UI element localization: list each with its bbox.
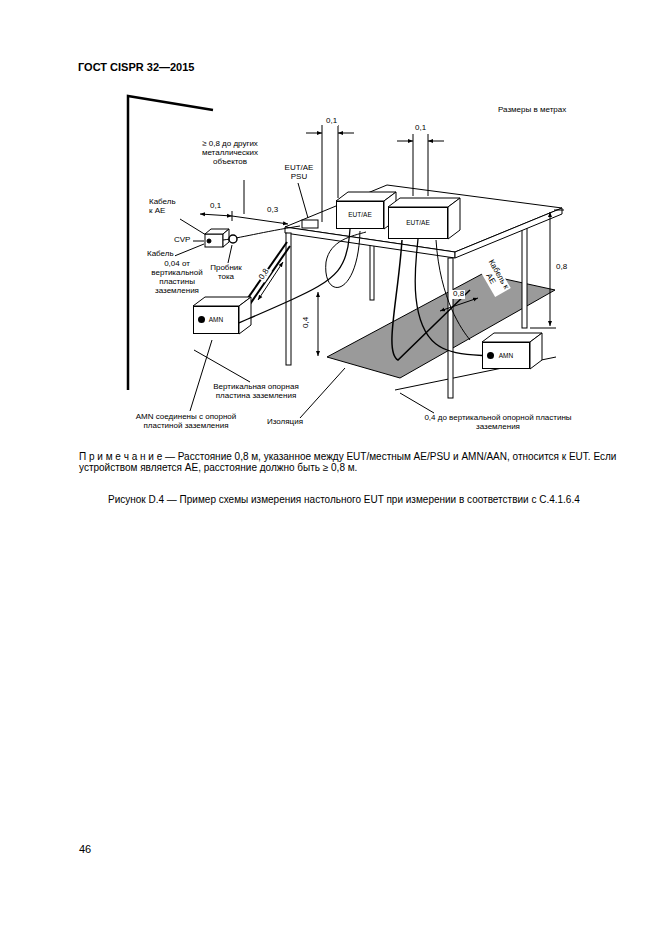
table-top bbox=[285, 185, 562, 252]
extension-line bbox=[322, 125, 323, 222]
table-edge bbox=[455, 208, 562, 258]
cvp-socket bbox=[207, 239, 211, 243]
dimension-value: 0,3 bbox=[266, 206, 279, 215]
part-label: CVP bbox=[173, 236, 191, 245]
dimension-value: 0,4 bbox=[302, 316, 311, 329]
equipment-box: AMN bbox=[193, 306, 239, 334]
box-label: AMN bbox=[209, 316, 223, 323]
leader-line bbox=[400, 393, 434, 413]
part-label: Изоляция bbox=[266, 418, 304, 427]
cable-label: Кабель bbox=[146, 250, 175, 259]
part-label: EUT/AE PSU bbox=[282, 164, 316, 182]
ae-cable bbox=[392, 240, 470, 360]
cable bbox=[415, 239, 482, 356]
dimension-value: 0,8 bbox=[555, 263, 568, 272]
table-leg bbox=[448, 258, 453, 398]
dimension-value: 0,1 bbox=[209, 202, 222, 211]
current-probe bbox=[229, 235, 237, 243]
extension-line bbox=[428, 134, 429, 196]
leader-line bbox=[193, 241, 204, 242]
extension-line bbox=[554, 210, 564, 211]
units-note: Размеры в метрах bbox=[497, 106, 567, 115]
page-header: ГОСТ CISPR 32—2015 bbox=[78, 61, 194, 73]
insulation-mat bbox=[327, 274, 555, 378]
dimension-value: 0,8 bbox=[452, 290, 465, 299]
box-side-face bbox=[239, 297, 251, 334]
dimension-line bbox=[232, 216, 288, 224]
note-label: AMN соединены с опорной пластиной заземл… bbox=[126, 413, 246, 431]
part-label: Пробник тока bbox=[208, 264, 244, 282]
equipment-box: EUT/AE bbox=[336, 201, 384, 229]
leader-line bbox=[172, 244, 204, 257]
distance-note: 0,04 от вертикальной пластины заземления bbox=[146, 260, 208, 296]
dimension-line bbox=[397, 141, 413, 142]
dimension-line bbox=[338, 133, 354, 134]
distance-note: 0,4 до вертикальной опорной пластины заз… bbox=[422, 414, 574, 432]
leader-line bbox=[244, 180, 245, 214]
dimension-line bbox=[200, 214, 232, 216]
box-side-face bbox=[530, 333, 542, 369]
figure-caption: Рисунок D.4 — Пример схемы измерения нас… bbox=[108, 494, 638, 506]
extension-line bbox=[413, 134, 414, 196]
leader-line bbox=[228, 245, 232, 263]
box-side-face bbox=[448, 198, 460, 239]
dimension-value: 0,1 bbox=[414, 124, 427, 133]
equipment-box: EUT/AE bbox=[388, 207, 448, 239]
hanging-cable bbox=[436, 240, 470, 340]
dimension-line bbox=[440, 298, 478, 311]
cvp-box bbox=[223, 229, 229, 247]
leader-line bbox=[194, 350, 250, 382]
dimension-tick bbox=[232, 211, 233, 221]
socket bbox=[487, 352, 494, 359]
dimension-value: 0,1 bbox=[325, 117, 338, 126]
extension-line bbox=[530, 328, 556, 329]
cable bbox=[239, 229, 350, 323]
plate-label: Вертикальная опорная пластина заземления bbox=[200, 383, 312, 401]
distance-note: ≥ 0,8 до других металлических объектов bbox=[198, 140, 262, 167]
leader-line bbox=[180, 219, 206, 235]
table-leg bbox=[522, 214, 527, 328]
page-number: 46 bbox=[78, 843, 92, 855]
box-label: AMN bbox=[499, 352, 513, 359]
socket bbox=[198, 316, 205, 323]
amn-cable bbox=[248, 246, 290, 307]
cvp-box bbox=[205, 234, 223, 247]
box-label: EUT/AE bbox=[348, 211, 371, 218]
dimension-line bbox=[550, 212, 551, 326]
extension-line bbox=[338, 125, 339, 198]
dimension-line bbox=[306, 133, 322, 134]
equipment-box: AMN bbox=[482, 342, 530, 369]
leader-line bbox=[298, 183, 308, 218]
dimension-line bbox=[318, 292, 319, 356]
psu-box bbox=[302, 220, 318, 228]
dimension-line bbox=[428, 141, 444, 142]
cable-label: Кабель к AE bbox=[148, 198, 182, 216]
hanging-cable bbox=[326, 231, 366, 287]
box-label: EUT/AE bbox=[406, 219, 429, 226]
dimension-line bbox=[258, 262, 283, 300]
figure-note: П р и м е ч а н и е — Расстояние 0,8 м, … bbox=[78, 451, 625, 473]
table-leg bbox=[286, 233, 291, 365]
amn-cable bbox=[243, 242, 287, 305]
